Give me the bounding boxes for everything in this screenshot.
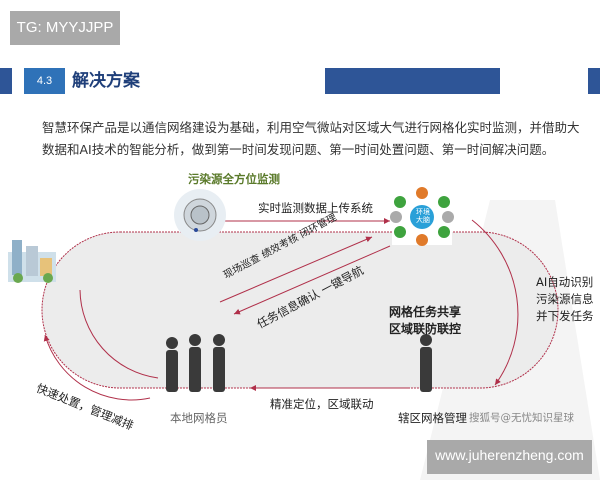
ai-label: AI自动识别 污染源信息 并下发任务 xyxy=(536,274,594,325)
watermark-bottom: www.juherenzheng.com xyxy=(427,440,592,474)
section-number: 4.3 xyxy=(24,68,65,94)
header-bar-right xyxy=(588,68,600,94)
brain-label: 环境大脑 xyxy=(416,208,430,224)
environment-brain-icon xyxy=(390,185,454,246)
watermark-top: TG: MYYJJPP xyxy=(10,11,120,45)
sensor-icon xyxy=(174,189,226,241)
header-bar-left xyxy=(0,68,12,94)
source-watermark: 搜狐号@无忧知识星球 xyxy=(469,412,574,424)
ai-line-3: 并下发任务 xyxy=(536,309,594,323)
header-bar-middle xyxy=(325,68,500,94)
local-worker-label: 本地网格员 xyxy=(170,411,228,425)
share-line-2: 区域联防联控 xyxy=(389,322,462,336)
locate-label: 精准定位，区域联动 xyxy=(270,397,374,411)
city-illustration xyxy=(8,240,56,283)
intro-paragraph: 智慧环保产品是以通信网络建设为基础，利用空气微站对区域大气进行网格化实时监测，并… xyxy=(42,120,580,157)
section-title: 解决方案 xyxy=(72,71,140,91)
grid-workers-illustration xyxy=(166,334,225,392)
upload-label: 实时监测数据上传系统 xyxy=(258,201,373,215)
monitor-title: 污染源全方位监测 xyxy=(188,172,280,186)
grid-manager-illustration xyxy=(420,334,432,392)
manager-label: 辖区网格管理 xyxy=(398,411,467,425)
ai-line-2: 污染源信息 xyxy=(536,292,594,306)
ai-line-1: AI自动识别 xyxy=(536,275,594,289)
share-line-1: 网格任务共享 xyxy=(389,305,462,319)
share-label: 网格任务共享 区域联防联控 xyxy=(389,304,461,338)
